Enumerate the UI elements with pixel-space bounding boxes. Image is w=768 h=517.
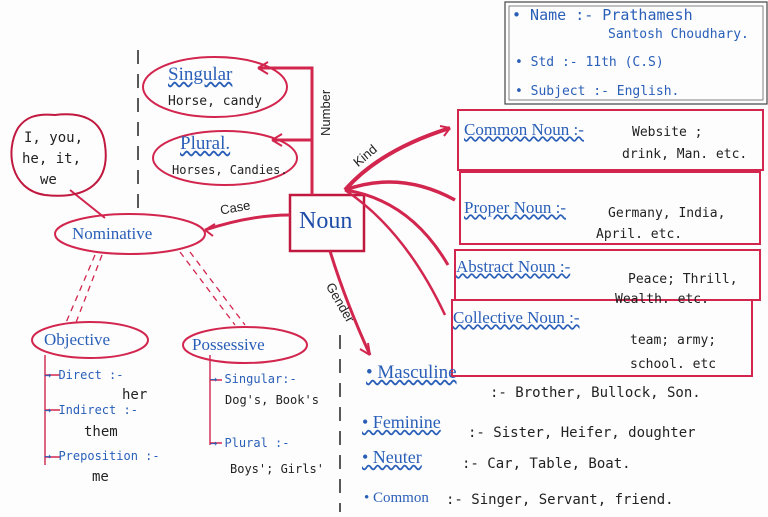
possessive-title: Possessive [192,335,265,354]
common-noun-title: Common Noun :- [464,120,584,139]
proper-noun-title: Proper Noun :- [464,198,566,217]
singular-title: Singular [168,64,233,85]
possessive-cloud [182,326,308,364]
collective-noun-ex2: school. etc [630,357,717,372]
possessive-singular-ex: Dog's, Book's [225,393,319,407]
nominative-title: Nominative [72,224,153,243]
neuter-examples: :- Car, Table, Boat. [462,456,631,472]
noun-title: Noun [299,208,353,234]
masculine-examples: :- Brother, Bullock, Son. [490,385,701,401]
abstract-noun-title: Abstract Noun :- [456,257,571,276]
student-name: • Name :- Prathamesh [512,6,693,24]
pronouns-line2: he, it, [22,151,82,167]
common-noun-ex2: drink, Man. etc. [622,147,748,162]
neuter-title: • Neuter [362,447,422,467]
common-noun-ex1: Website ; [632,125,703,140]
proper-noun-ex1: Germany, India, [608,206,726,221]
standard: • Std :- 11th (C.S) [515,55,664,70]
abstract-noun-ex1: Peace; Thrill, [628,272,738,287]
objective-preposition-ex: me [92,469,109,485]
plural-cloud [152,130,298,186]
possessive-plural-ex: Boys'; Girls' [230,462,324,476]
feminine-examples: :- Sister, Heifer, doughter [468,425,696,441]
objective-preposition-label: → Preposition :- [44,449,160,463]
possessive-plural-label: → Plural :- [210,436,290,450]
plural-examples: Horses, Candies. [172,163,288,177]
objective-cloud [31,321,149,359]
objective-indirect-label: → Indirect :- [44,403,138,417]
objective-direct-label: → Direct :- [44,368,124,382]
singular-examples: Horse, candy [168,94,262,109]
objective-indirect-ex: them [84,424,118,440]
pronouns-line1: I, you, [24,130,84,146]
objective-title: Objective [44,330,111,349]
possessive-singular-label: → Singular:- [210,372,297,386]
number-label: Number [318,89,333,136]
pronouns-line3: we [40,172,57,188]
subject: • Subject :- English. [515,84,680,99]
nominative-cloud [54,213,206,255]
header-box [504,1,768,105]
noun-box [288,193,366,253]
common-gender-title: • Common [364,490,429,506]
proper-noun-ex2: April. etc. [596,227,683,242]
masculine-title: • Masculine [366,362,457,383]
objective-direct-ex: her [122,387,148,403]
singular-cloud [142,56,288,118]
collective-noun-ex1: team; army; [630,333,717,348]
feminine-title: • Feminine [362,412,441,432]
abstract-noun-ex2: Wealth. etc. [615,292,709,307]
plural-title: Plural. [180,133,231,154]
common-gender-examples: :- Singer, Servant, friend. [446,492,674,508]
student-name-cont: Santosh Choudhary. [608,27,749,42]
collective-noun-title: Collective Noun :- [453,308,580,327]
